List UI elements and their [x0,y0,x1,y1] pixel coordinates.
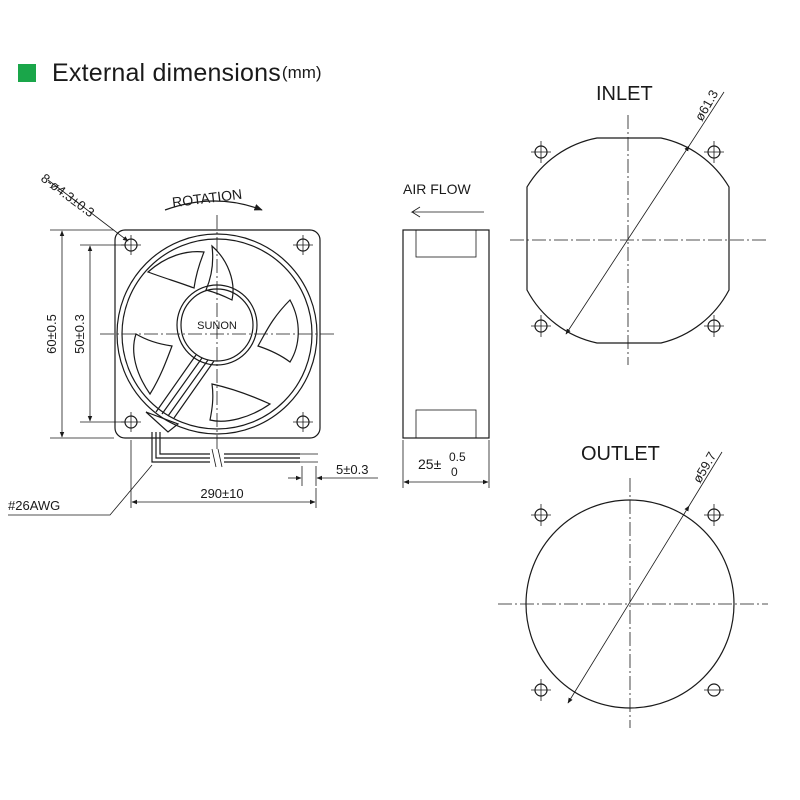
mounting-hole-plain [704,683,724,697]
strip-length-label: 5±0.3 [336,462,368,477]
mounting-hole [704,504,724,526]
hole-spec-label: 8-ø4.3±0.3 [38,170,97,220]
section-marker-square [18,64,36,82]
front-view: SUNON ROTATION 8-ø4.3±0.3 60±0.5 50±0.3 [8,170,378,516]
inlet-opening [526,137,730,344]
wire-gauge-leader [8,464,153,516]
side-frame [402,229,490,439]
depth-lower-tolerance: 0 [451,465,458,479]
depth-upper-tolerance: 0.5 [449,450,466,464]
rotation-label: ROTATION [171,186,243,210]
mounting-hole [293,412,313,432]
inlet-label: INLET [596,83,653,105]
lead-length-label: 290±10 [200,486,243,501]
airflow-arrow [410,206,484,218]
inlet-diameter-dimension [565,145,690,335]
section-header: External dimensions(mm) [18,58,322,88]
mounting-hole [293,235,313,255]
mounting-hole [704,315,724,337]
mounting-hole [531,504,551,526]
fan-blades [133,244,299,422]
section-title: External dimensions [52,58,281,87]
wire-channel [155,354,215,419]
mounting-hole [704,141,724,163]
mounting-holes [121,235,313,432]
section-unit: (mm) [281,63,322,82]
outlet-diameter-dimension [567,505,690,704]
outlet-view: OUTLET ø59.7 [498,443,768,728]
side-frame-upper-rib [415,229,477,258]
inlet-holes [531,141,724,337]
inlet-view: INLET ø61.3 [510,83,768,365]
mounting-hole [531,141,551,163]
height-mount-label: 50±0.3 [72,314,87,354]
wire-exit [145,411,180,433]
lead-wires [151,432,318,468]
hole-spec-leader [47,179,129,242]
wire-gauge-label: #26AWG [8,498,60,513]
inlet-diameter-label: ø61.3 [692,87,722,123]
outlet-label: OUTLET [581,443,660,465]
outlet-holes [531,504,724,701]
side-view: AIR FLOW 25± 0.5 0 [402,181,490,488]
depth-label: 25± [418,456,442,472]
airflow-label: AIR FLOW [403,181,471,197]
rotation-arrow [164,200,263,211]
mounting-hole [531,679,551,701]
height-outer-label: 60±0.5 [44,314,59,354]
side-frame-lower-rib [415,409,477,439]
outlet-diameter-label: ø59.7 [690,449,720,485]
mounting-hole [531,315,551,337]
